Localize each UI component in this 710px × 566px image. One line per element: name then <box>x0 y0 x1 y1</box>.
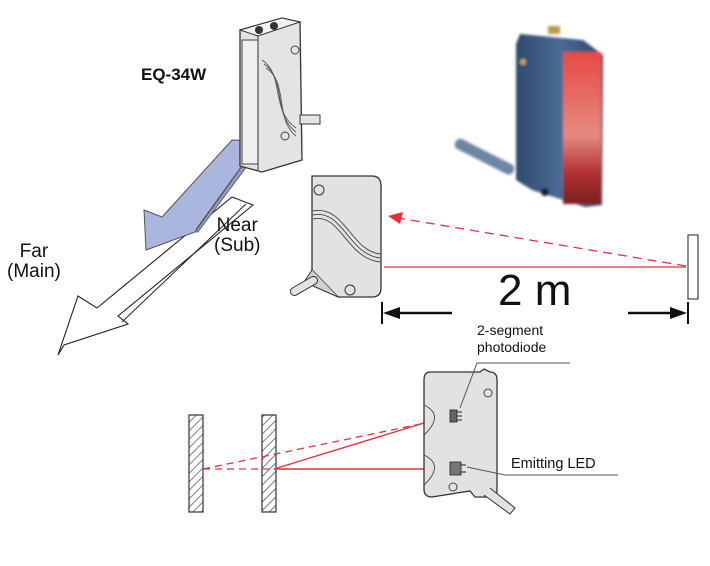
emitting-led-label: Emitting LED <box>511 456 596 472</box>
model-label: EQ-34W <box>141 65 207 84</box>
far-target-hatched <box>188 414 204 513</box>
far-main-label: Far (Main) <box>7 242 61 282</box>
photodiode-label-line2: photodiode <box>477 338 547 355</box>
far-label-line2: (Main) <box>7 260 61 282</box>
sensor-internal-view <box>423 368 516 515</box>
principle-beams <box>202 414 451 470</box>
photodiode-icon <box>449 409 462 423</box>
range-beams <box>384 212 687 268</box>
photodiode-label-line1: 2-segment <box>477 322 544 338</box>
distance-label: 2 m <box>498 266 572 315</box>
emitting-led-icon <box>449 461 466 476</box>
near-label-line1: Near <box>216 215 258 236</box>
near-sub-label: Near (Sub) <box>214 216 260 256</box>
sensor-photo <box>454 26 603 207</box>
sensor-side-view <box>289 175 382 298</box>
sensor-line-drawing-top <box>238 17 321 173</box>
target-plate <box>687 234 699 300</box>
leader-lines <box>459 362 618 476</box>
distance-dimension <box>381 302 689 324</box>
near-target-hatched <box>261 414 277 513</box>
photodiode-label: 2-segment photodiode <box>477 322 546 356</box>
near-label-line2: (Sub) <box>214 234 261 256</box>
far-label-line1: Far <box>19 241 49 262</box>
